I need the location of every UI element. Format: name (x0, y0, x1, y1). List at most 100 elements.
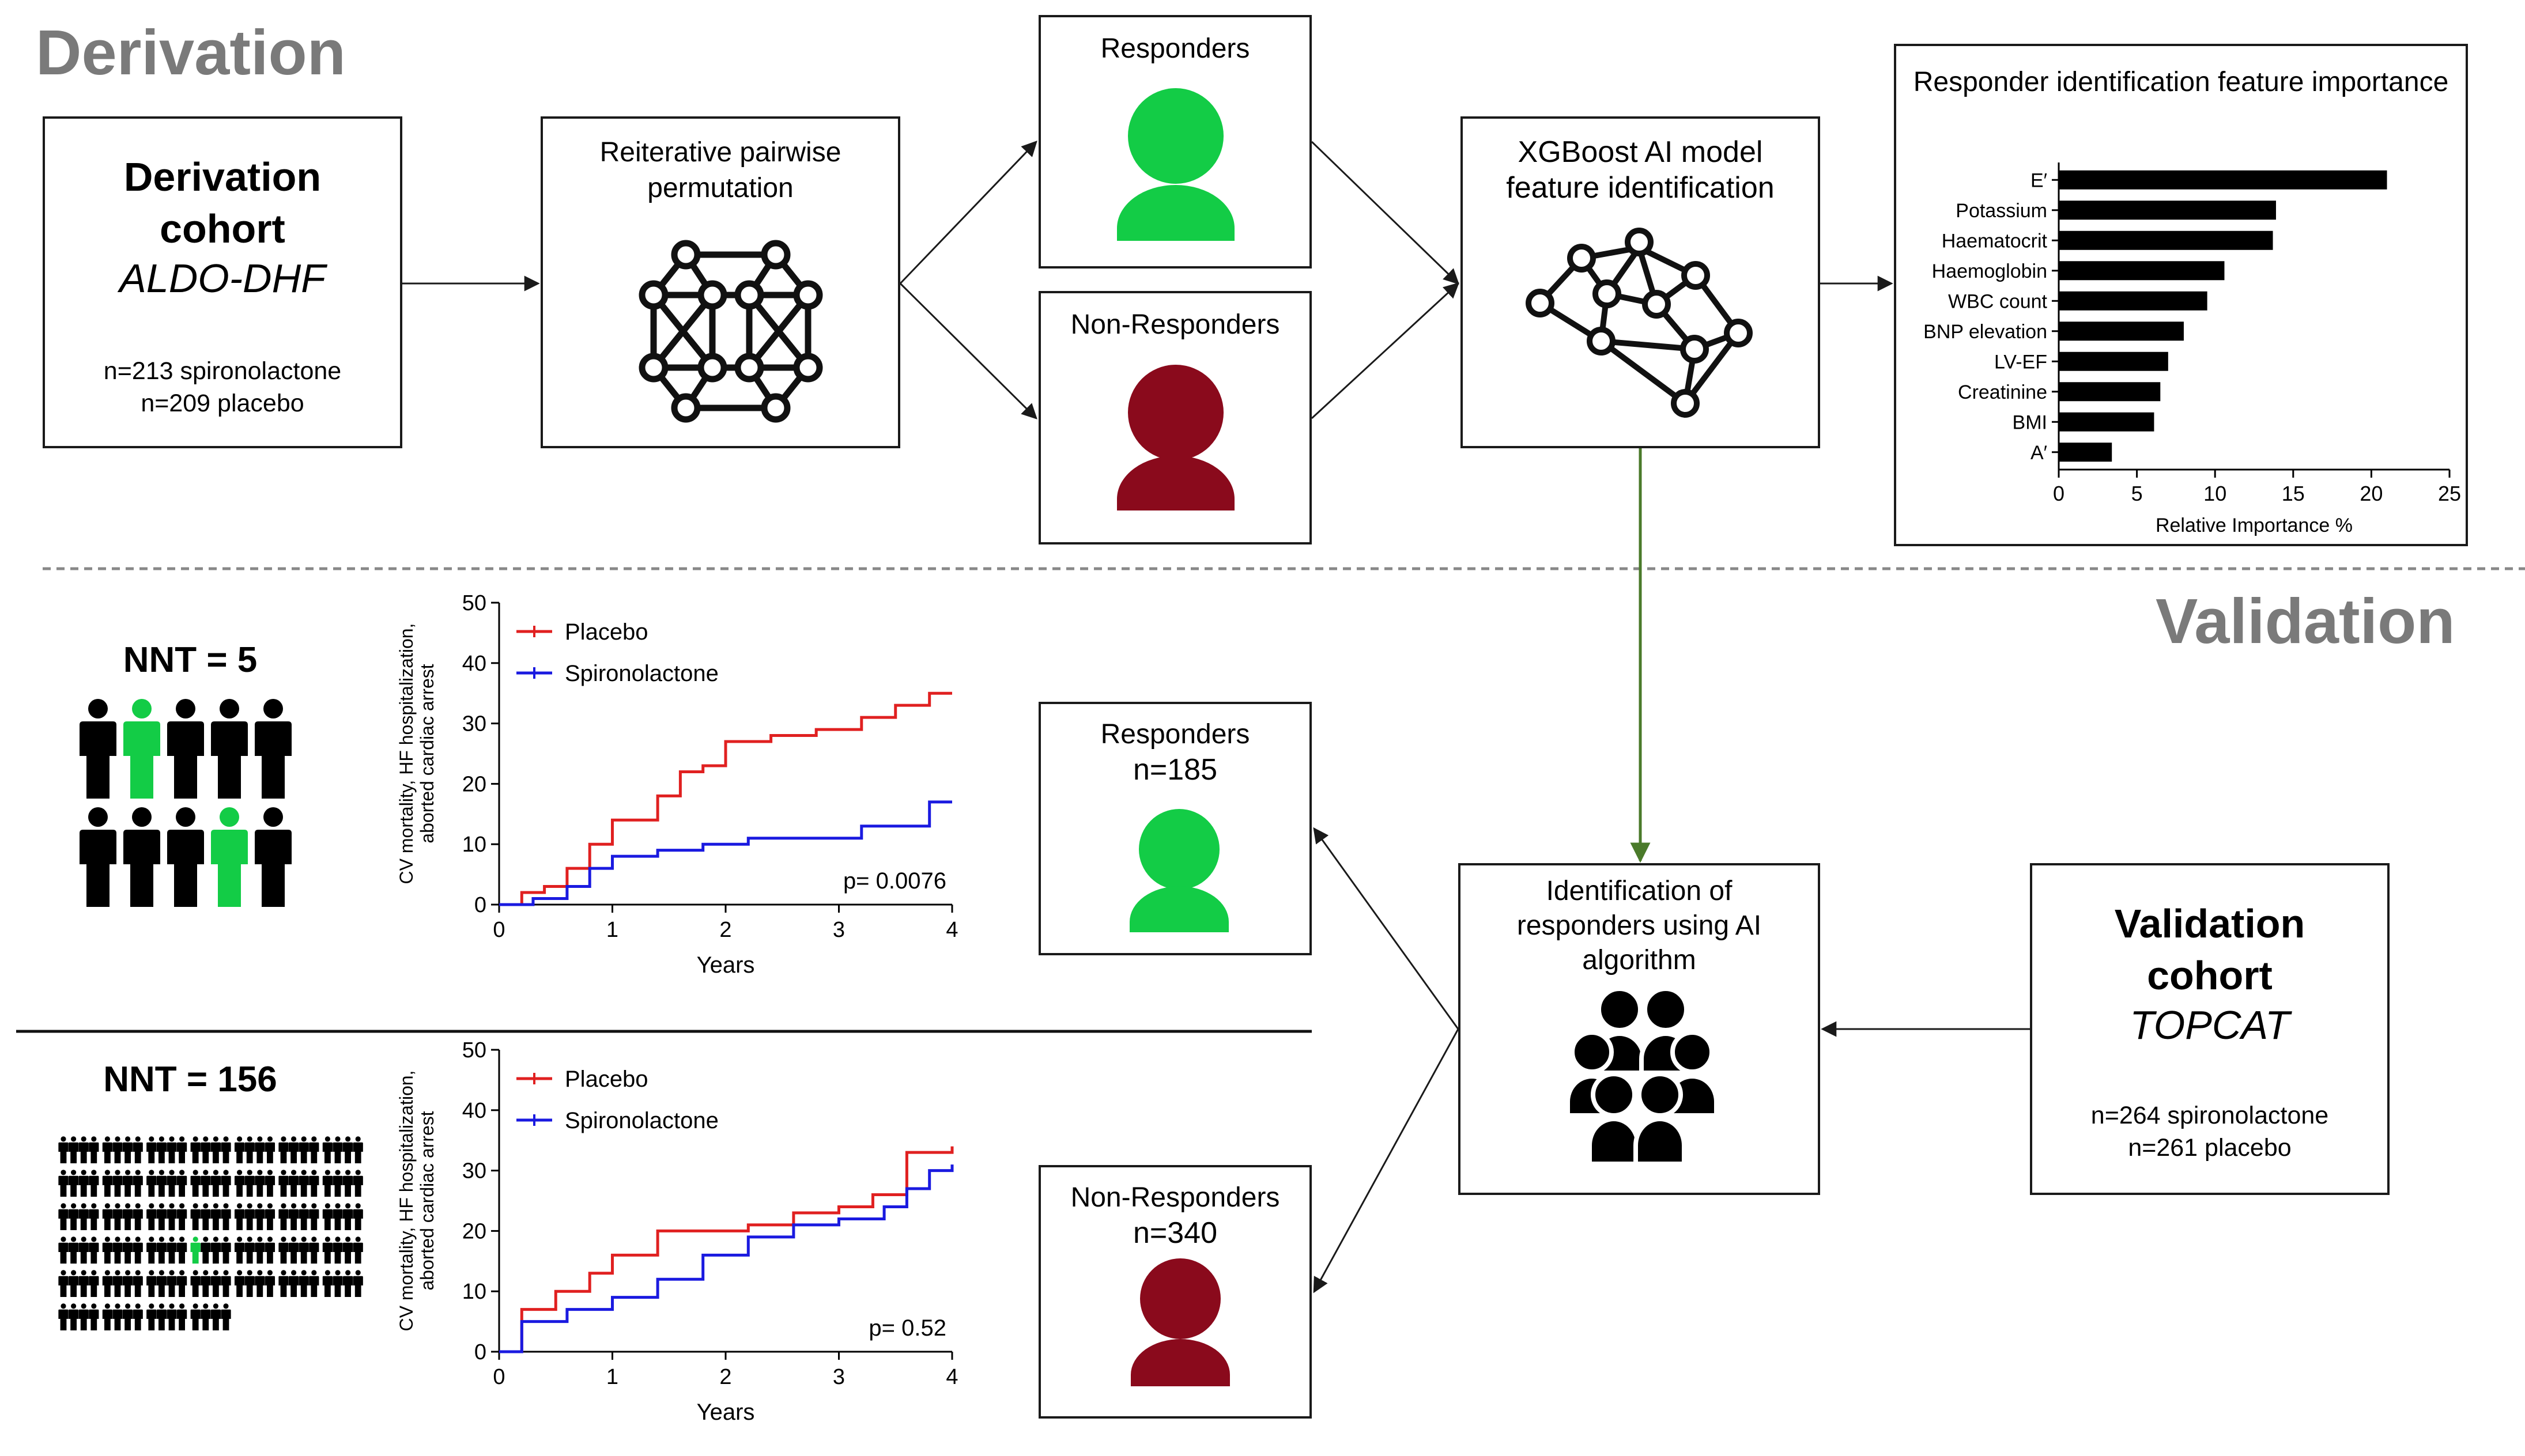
person-icon-small (201, 1170, 211, 1197)
x-tick-label: 20 (2360, 482, 2383, 505)
person-body (353, 1276, 363, 1297)
person-body (112, 1309, 123, 1330)
person-icon-small (167, 1136, 177, 1163)
p-value-annotation: p= 0.0076 (843, 868, 946, 894)
person-body (78, 1209, 89, 1230)
person-head (247, 1270, 252, 1276)
x-tick-label: 0 (493, 1365, 505, 1389)
person-icon-small (234, 1136, 245, 1163)
person-head (61, 1136, 66, 1142)
person-head (301, 1203, 307, 1209)
person-body (309, 1276, 319, 1297)
person-icon-small (190, 1136, 201, 1163)
person-head (158, 1270, 164, 1276)
person-body (244, 1175, 255, 1197)
person-body (122, 1142, 133, 1163)
person-head (179, 1270, 185, 1276)
person-body (167, 1175, 177, 1197)
person-head (267, 1270, 273, 1276)
km-series-line (499, 800, 952, 906)
person-head (203, 1270, 209, 1276)
person-head (355, 1236, 361, 1242)
person-body (167, 721, 204, 799)
person-icon (80, 807, 116, 907)
person-body (309, 1175, 319, 1197)
importance-bar (2059, 351, 2168, 371)
validation-responder-person-icon (1130, 809, 1229, 932)
person-head (179, 1136, 185, 1142)
person-icon-small (244, 1236, 255, 1264)
person-body (102, 1242, 113, 1264)
person-head (237, 1170, 243, 1175)
person-body (176, 1276, 187, 1297)
person-body (255, 1242, 265, 1264)
person-head (135, 1203, 141, 1209)
feature-label: Haematocrit (1942, 230, 2048, 252)
person-body (288, 1276, 299, 1297)
person-body (190, 1242, 201, 1264)
person-head (104, 1236, 110, 1242)
person-body (122, 1276, 133, 1297)
person-body (244, 1242, 255, 1264)
person-body (288, 1209, 299, 1230)
person-body (309, 1209, 319, 1230)
person-head (291, 1170, 297, 1175)
person-body (176, 1242, 187, 1264)
person-icon-small (58, 1136, 69, 1163)
person-head (223, 1170, 229, 1175)
person-body (299, 1209, 309, 1230)
person-icon-small (156, 1236, 167, 1264)
person-body (89, 1309, 99, 1330)
person-icon-small (78, 1170, 89, 1197)
person-icon-small (353, 1170, 363, 1197)
person-icon-small (333, 1236, 343, 1264)
person-body (167, 1142, 177, 1163)
person-icon-small (122, 1203, 133, 1230)
person-body (133, 1309, 143, 1330)
person-body (322, 1209, 333, 1230)
person-icon-small (299, 1170, 309, 1197)
person-body (255, 1276, 265, 1297)
person-icon (255, 699, 292, 799)
feature-label: Haemoglobin (1932, 260, 2047, 282)
person-body (265, 1175, 275, 1197)
person-icon-small (265, 1270, 275, 1297)
person-icon-small (210, 1303, 221, 1330)
validation-responders-n: n=185 (1133, 753, 1218, 786)
person-body (190, 1175, 201, 1197)
person-body (146, 1242, 157, 1264)
person-body (299, 1276, 309, 1297)
person-body (210, 1209, 221, 1230)
person-body (201, 1142, 211, 1163)
person-head (263, 699, 283, 718)
person-icon-small (342, 1136, 353, 1163)
person-body (167, 1209, 177, 1230)
person-icon-small (68, 1203, 79, 1230)
person-icon-small (58, 1203, 69, 1230)
y-tick-label: 10 (462, 1280, 486, 1304)
feature-label: LV-EF (1994, 351, 2047, 373)
person-icon-small (221, 1303, 231, 1330)
person-icon-small (255, 1270, 265, 1297)
person-head (104, 1203, 110, 1209)
derivation-nonresponders-label: Non-Responders (1070, 309, 1280, 340)
person-icon (167, 699, 204, 799)
person-icon-small (322, 1236, 333, 1264)
person-icon-small (167, 1170, 177, 1197)
person-head (81, 1136, 86, 1142)
person-icon-small (89, 1170, 99, 1197)
person-icon-small (68, 1236, 79, 1264)
person-head (355, 1270, 361, 1276)
person-head (149, 1270, 154, 1276)
person-icon-small (333, 1203, 343, 1230)
person-body (78, 1242, 89, 1264)
person-head (149, 1136, 154, 1142)
y-axis-label: CV mortality, HF hospitalization, (396, 1071, 417, 1332)
person-head (213, 1303, 218, 1309)
person-body (255, 1175, 265, 1197)
person-head (335, 1270, 341, 1276)
person-icon-small (102, 1170, 113, 1197)
x-tick-label: 0 (493, 918, 505, 942)
person-icon-small (342, 1270, 353, 1297)
